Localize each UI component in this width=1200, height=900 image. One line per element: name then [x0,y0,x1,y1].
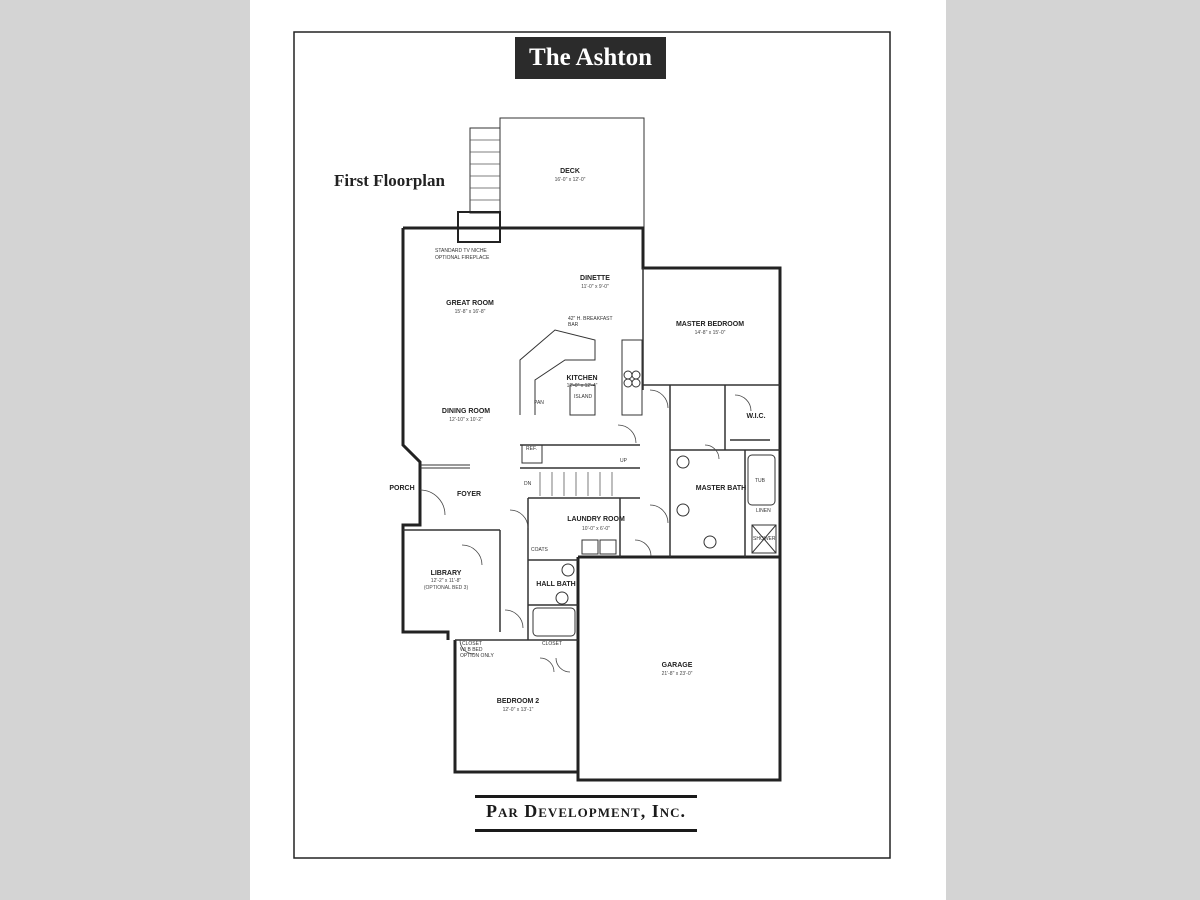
note-stairs-dn: DN [524,481,532,487]
kitchen-island [569,384,596,416]
note-tub: TUB [755,478,765,484]
dims-bedroom-2: 12'-0" x 13'-1" [502,707,534,713]
master-tub [747,454,776,506]
kitchen-counter [519,329,596,415]
note-library: (OPTIONAL BED 3) [423,585,469,591]
master-shower [751,524,777,554]
dims-dinette: 11'-0" x 9'-0" [581,284,609,290]
label-dining-room: DINING ROOM [441,408,491,415]
note-closet-bed3-b: W/ B BED [460,647,483,653]
document-sheet [250,0,946,900]
note-stairs-up: UP [620,458,627,464]
label-foyer: FOYER [456,491,482,498]
company-name: Par Development, Inc. [485,801,686,821]
main-exterior-wall [403,226,782,559]
note-breakfast-bar-2: BAR [568,322,579,328]
dims-dining-room: 12'-10" x 10'-2" [449,417,483,423]
note-pantry: PAN [534,400,544,406]
dims-library: 12'-2" x 11'-8" [430,578,462,584]
dims-garage: 21'-8" x 23'-0" [661,671,693,677]
label-bedroom-2: BEDROOM 2 [496,698,540,705]
label-dinette: DINETTE [580,275,610,282]
note-shower: SHOWER [753,536,776,542]
label-deck: DECK [560,168,580,175]
label-hall-bath: HALL BATH [536,581,576,588]
pantry [621,339,643,416]
plan-title: The Ashton [515,37,666,79]
note-closet-bed3: CLOSET [462,641,483,647]
hall-tub [532,607,576,637]
label-garage: GARAGE [661,662,693,669]
note-breakfast-bar: 42" H. BREAKFAST [568,316,613,322]
label-master-bedroom: MASTER BEDROOM [675,321,745,328]
note-island: ISLAND [574,394,593,400]
note-ref: REF. [526,446,537,452]
label-master-bath: MASTER BATH [695,485,747,492]
note-closet-bed2: CLOSET [542,641,563,647]
refrigerator [521,444,543,464]
company-rule-bottom [475,829,697,832]
note-linen: LINEN [756,508,771,514]
label-great-room: GREAT ROOM [446,300,494,307]
note-tv-niche: STANDARD TV NICHE [435,248,487,254]
page-frame [293,31,891,859]
label-kitchen: KITCHEN [566,375,598,382]
label-laundry: LAUNDRY ROOM [567,516,625,523]
dims-great-room: 15'-8" x 16'-8" [454,309,486,315]
dims-master-bedroom: 14'-8" x 15'-0" [694,330,726,336]
company-rule-top [475,795,697,798]
label-library: LIBRARY [430,570,462,577]
dims-deck: 16'-0" x 12'-0" [554,177,586,183]
dims-laundry: 10'-0" x 6'-0" [582,526,610,532]
note-closet-bed3-c: OPTION ONLY [460,653,494,659]
label-porch: PORCH [389,485,415,492]
plan-subtitle: First Floorplan [334,171,445,190]
note-coats: COATS [531,547,548,553]
dims-kitchen: 12'-0" x 12'-4" [566,383,598,389]
label-wic: W.I.C. [746,413,766,420]
note-fireplace: OPTIONAL FIREPLACE [435,255,490,261]
